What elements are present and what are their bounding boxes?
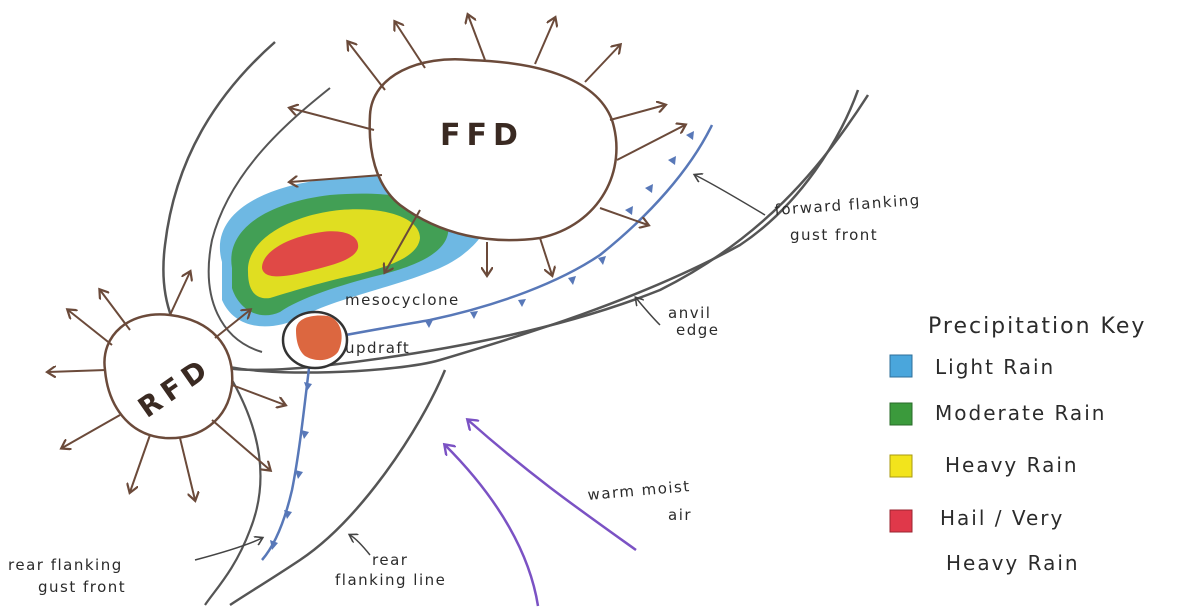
warm-moist-label-2: air xyxy=(668,506,692,524)
key-label-hail-1: Hail / Very xyxy=(940,506,1064,530)
rear-line-label-1: rear xyxy=(372,551,408,569)
key-label-hail-2: Heavy Rain xyxy=(946,551,1080,575)
key-swatch-moderate-rain xyxy=(890,403,912,425)
updraft-area xyxy=(296,316,342,361)
anvil-label-1: anvil xyxy=(668,304,711,322)
key-swatch-heavy-rain xyxy=(890,455,912,477)
forward-flanking-label-2: gust front xyxy=(790,226,878,244)
mesocyclone-label: mesocyclone xyxy=(345,291,460,309)
ffd-label: FFD xyxy=(440,118,524,153)
rear-flanking-gust-front xyxy=(262,360,310,560)
key-label-heavy-rain: Heavy Rain xyxy=(945,453,1079,477)
rear-line-label-2: flanking line xyxy=(335,571,446,589)
rear-front-barbs xyxy=(270,382,312,550)
rear-flanking-line xyxy=(230,370,445,605)
rear-gust-label-2: gust front xyxy=(38,578,126,596)
key-label-moderate-rain: Moderate Rain xyxy=(935,401,1106,425)
updraft-label: updraft xyxy=(345,339,410,357)
rear-gust-label-1: rear flanking xyxy=(8,556,123,574)
precipitation-key: Precipitation Key Light Rain Moderate Ra… xyxy=(890,314,1146,575)
key-label-light-rain: Light Rain xyxy=(935,355,1055,379)
key-swatch-hail xyxy=(890,510,912,532)
key-swatch-light-rain xyxy=(890,355,912,377)
anvil-label-2: edge xyxy=(676,321,720,339)
warm-moist-label-1: warm moist xyxy=(587,477,692,504)
warm-moist-inflow-arrows xyxy=(445,420,636,606)
key-title: Precipitation Key xyxy=(928,314,1146,339)
